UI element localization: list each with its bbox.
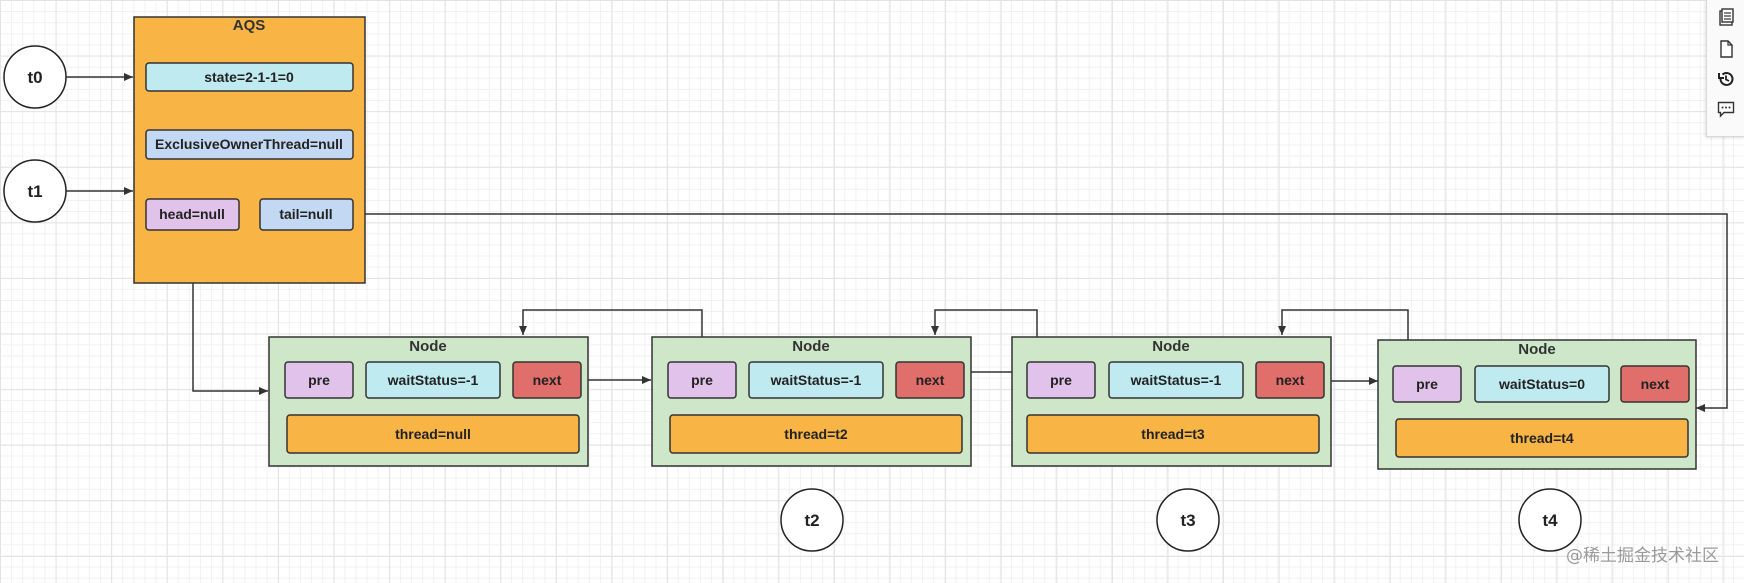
node-2-thread-field[interactable]: thread=t2	[669, 414, 963, 454]
node-2-thread-label: thread=t2	[784, 426, 848, 442]
node-1-pre-field[interactable]: pre	[284, 361, 354, 399]
node-3-thread-label: thread=t3	[1141, 426, 1205, 442]
node-4-next-label: next	[1641, 376, 1670, 392]
node-2-waitstatus-label: waitStatus=-1	[770, 372, 862, 388]
thread-t3-label: t3	[1180, 511, 1195, 530]
node-4-pre-field[interactable]: pre	[1392, 365, 1462, 403]
node3-pre-to-node2-arrow	[931, 309, 1038, 362]
node-3-waitstatus-label: waitStatus=-1	[1130, 372, 1222, 388]
node-2-pre-field[interactable]: pre	[667, 361, 737, 399]
node2-pre-to-node1-arrow	[519, 309, 703, 362]
side-toolbar	[1706, 0, 1744, 137]
aqs-state-label: state=2-1-1=0	[204, 69, 294, 85]
node-1-pre-label: pre	[308, 372, 330, 388]
node-1-next-field[interactable]: next	[512, 361, 582, 399]
node-3-waitstatus-field[interactable]: waitStatus=-1	[1108, 361, 1244, 399]
watermark: @稀土掘金技术社区	[1566, 546, 1719, 566]
node-2-waitstatus-field[interactable]: waitStatus=-1	[748, 361, 884, 399]
aqs-title: AQS	[233, 17, 266, 34]
thread-t1[interactable]: t1	[3, 159, 67, 223]
node-2-next-field[interactable]: next	[895, 361, 965, 399]
thread-t0[interactable]: t0	[3, 45, 67, 109]
aqs-owner-label: ExclusiveOwnerThread=null	[155, 136, 343, 152]
node-1-waitstatus-field[interactable]: waitStatus=-1	[365, 361, 501, 399]
node-1-title: Node	[409, 338, 447, 355]
node-3-next-label: next	[1276, 372, 1305, 388]
node-4-waitstatus-field[interactable]: waitStatus=0	[1474, 365, 1610, 403]
thread-t3[interactable]: t3	[1156, 488, 1220, 552]
aqs-head-field[interactable]: head=null	[145, 198, 240, 231]
node-1-next-label: next	[533, 372, 562, 388]
node-4-next-field[interactable]: next	[1620, 365, 1690, 403]
aqs-box[interactable]: AQS state=2-1-1=0 ExclusiveOwnerThread=n…	[133, 16, 366, 284]
node4-pre-to-node3-arrow	[1278, 309, 1409, 366]
node-1[interactable]: Node pre waitStatus=-1 next thread=null	[268, 336, 589, 467]
aqs-tail-label: tail=null	[279, 206, 332, 222]
tail-to-node4-arrow	[353, 213, 1728, 412]
node-3-next-field[interactable]: next	[1255, 361, 1325, 399]
format-panel-icon[interactable]	[1717, 8, 1735, 26]
node-1-waitstatus-label: waitStatus=-1	[387, 372, 479, 388]
thread-t1-label: t1	[27, 182, 42, 201]
node-2-pre-label: pre	[691, 372, 713, 388]
thread-t0-label: t0	[27, 68, 42, 87]
comment-icon[interactable]	[1717, 100, 1735, 118]
node-3-pre-field[interactable]: pre	[1026, 361, 1096, 399]
thread-t4-label: t4	[1542, 511, 1558, 530]
thread-t4[interactable]: t4	[1518, 488, 1582, 552]
node-3-thread-field[interactable]: thread=t3	[1026, 414, 1320, 454]
node-2[interactable]: Node pre waitStatus=-1 next thread=t2	[651, 336, 972, 467]
node-1-thread-field[interactable]: thread=null	[286, 414, 580, 454]
node-4-thread-field[interactable]: thread=t4	[1395, 418, 1689, 458]
aqs-owner-field[interactable]: ExclusiveOwnerThread=null	[145, 129, 354, 160]
page-icon[interactable]	[1717, 40, 1735, 58]
node-4-pre-label: pre	[1416, 376, 1438, 392]
node-2-next-label: next	[916, 372, 945, 388]
node-3[interactable]: Node pre waitStatus=-1 next thread=t3	[1011, 336, 1332, 467]
aqs-tail-field[interactable]: tail=null	[259, 198, 354, 231]
aqs-head-label: head=null	[159, 206, 225, 222]
thread-t2[interactable]: t2	[780, 488, 844, 552]
history-icon[interactable]	[1717, 70, 1735, 88]
thread-t2-label: t2	[804, 511, 819, 530]
aqs-state-field[interactable]: state=2-1-1=0	[145, 62, 354, 92]
node-4[interactable]: Node pre waitStatus=0 next thread=t4	[1377, 339, 1697, 470]
node-3-pre-label: pre	[1050, 372, 1072, 388]
node-4-thread-label: thread=t4	[1510, 430, 1574, 446]
node-3-title: Node	[1152, 338, 1190, 355]
node-2-title: Node	[792, 338, 830, 355]
node-1-thread-label: thread=null	[395, 426, 471, 442]
node-4-waitstatus-label: waitStatus=0	[1498, 376, 1585, 392]
node-4-title: Node	[1518, 341, 1556, 358]
